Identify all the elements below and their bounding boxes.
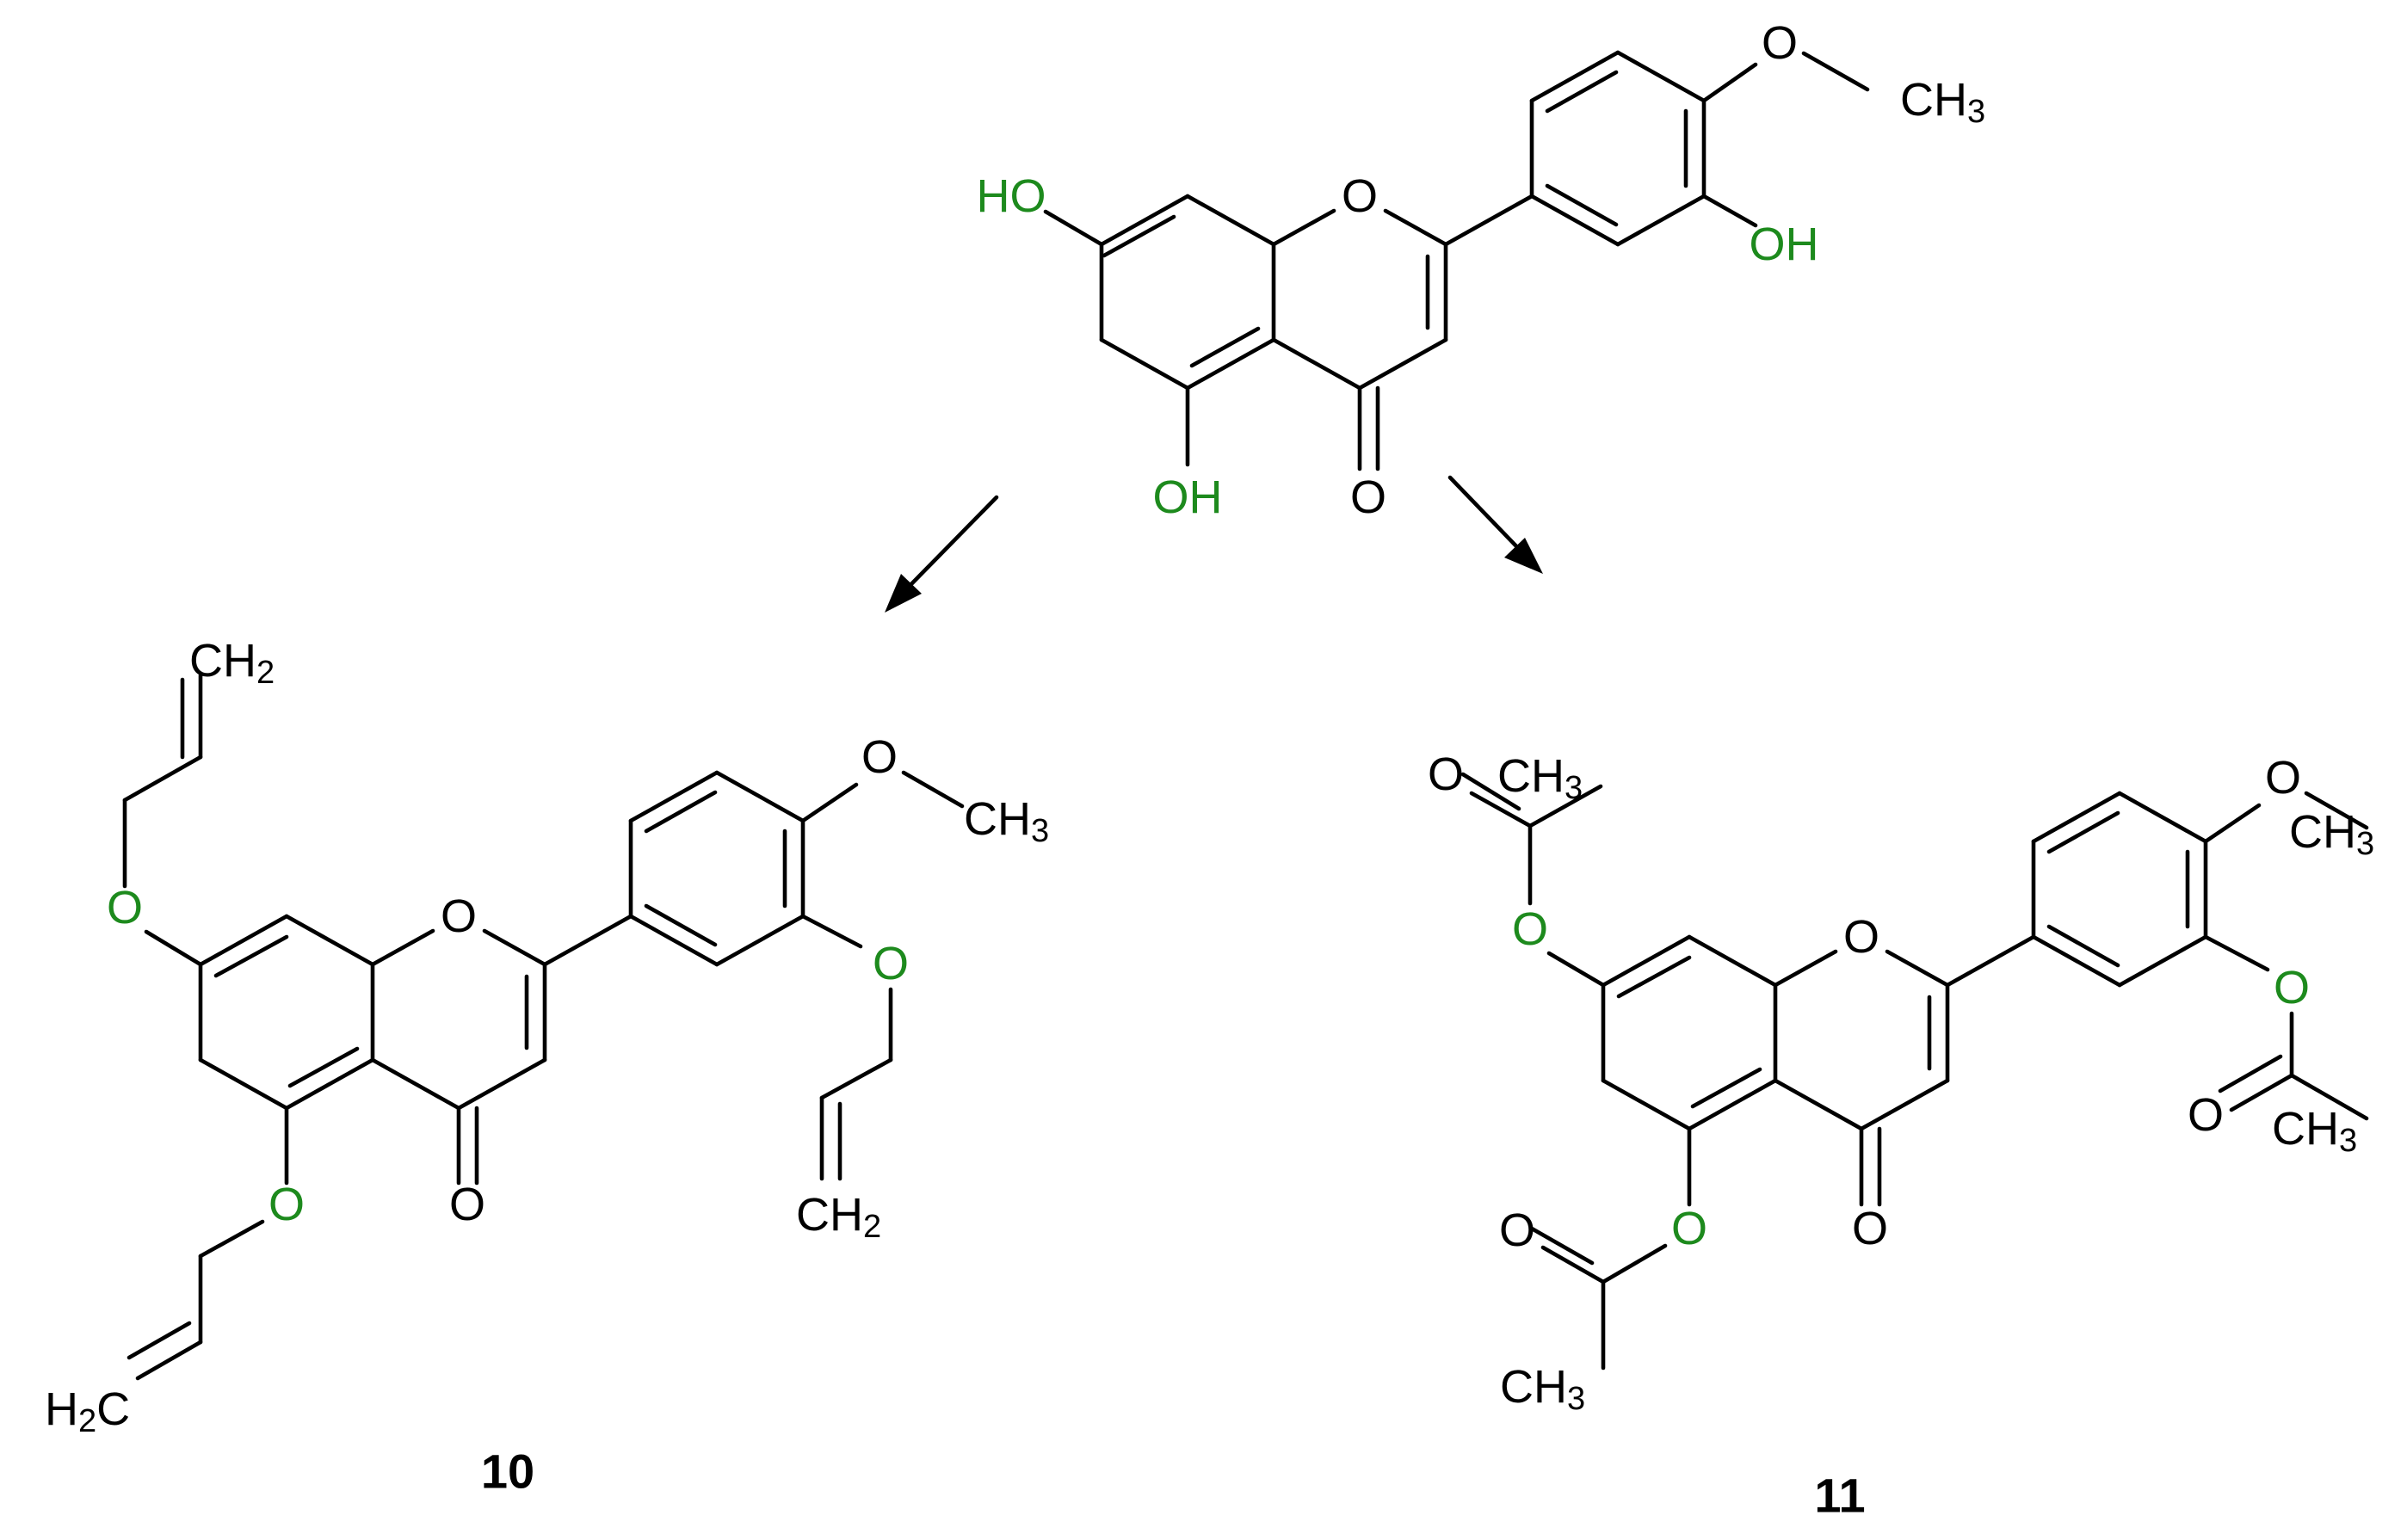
carbonyl-oxygen: O <box>1350 471 1386 523</box>
vinyl-terminal-bottom: H2C <box>45 1383 130 1439</box>
methyl-ac-5: CH3 <box>1500 1361 1585 1417</box>
atom-labels: O O O O O O CH3 CH2 CH2 H2C <box>45 635 1049 1439</box>
compound-number-10: 10 <box>481 1445 534 1499</box>
ester-oxygen-5: O <box>1671 1203 1707 1254</box>
ester-oxygen-7: O <box>1512 903 1548 955</box>
ether-oxygen-5: O <box>268 1179 305 1230</box>
acyl-oxygen-3prime: O <box>2188 1089 2224 1141</box>
hydroxy-3prime: OH <box>1750 219 1819 270</box>
arrow-left-head <box>885 574 922 613</box>
carbonyl-oxygen: O <box>1852 1203 1888 1254</box>
compound-11: O O O O O O O O O CH3 CH3 CH3 CH3 11 <box>1428 748 2374 1523</box>
bond-lines <box>122 673 965 1381</box>
hydroxy-5: OH <box>1153 471 1223 523</box>
methoxy-oxygen: O <box>2265 752 2301 804</box>
ether-oxygen-3prime: O <box>873 938 909 989</box>
arrow-left <box>905 495 999 590</box>
acyl-oxygen-7: O <box>1428 748 1464 800</box>
methyl-ac-3prime: CH3 <box>2272 1103 2357 1159</box>
ether-oxygen-7: O <box>107 882 143 933</box>
methyl-ac-7: CH3 <box>1497 750 1583 806</box>
carbonyl-oxygen: O <box>449 1179 485 1230</box>
methoxy-oxygen: O <box>1762 17 1798 69</box>
reaction-arrows <box>885 475 1543 613</box>
vinyl-terminal-top: CH2 <box>189 635 275 691</box>
bond-lines <box>1043 50 1870 471</box>
vinyl-terminal-right: CH2 <box>796 1189 881 1245</box>
starting-material: O O HO OH OH O CH3 <box>977 17 1986 523</box>
ring-oxygen: O <box>1843 911 1879 963</box>
compound-number-11: 11 <box>1814 1469 1865 1523</box>
methoxy-oxygen: O <box>861 731 898 783</box>
atom-labels: O O HO OH OH O CH3 <box>977 17 1986 523</box>
atom-labels: O O O O O O O O O CH3 CH3 CH3 CH3 <box>1428 748 2374 1417</box>
ring-oxygen: O <box>1342 170 1378 222</box>
methyl: CH3 <box>1900 74 1985 130</box>
methyl: CH3 <box>964 793 1049 849</box>
arrow-right-head <box>1504 538 1543 574</box>
compound-10: O O O O O O CH3 CH2 CH2 H2C 10 <box>45 635 1049 1499</box>
acyl-oxygen-5: O <box>1499 1204 1535 1256</box>
ester-oxygen-3prime: O <box>2274 962 2310 1013</box>
arrow-right <box>1447 475 1521 551</box>
ring-oxygen: O <box>441 890 477 942</box>
methyl-ome: CH3 <box>2289 806 2374 862</box>
hydroxy-7: HO <box>977 170 1046 222</box>
bond-lines <box>1460 772 2369 1371</box>
